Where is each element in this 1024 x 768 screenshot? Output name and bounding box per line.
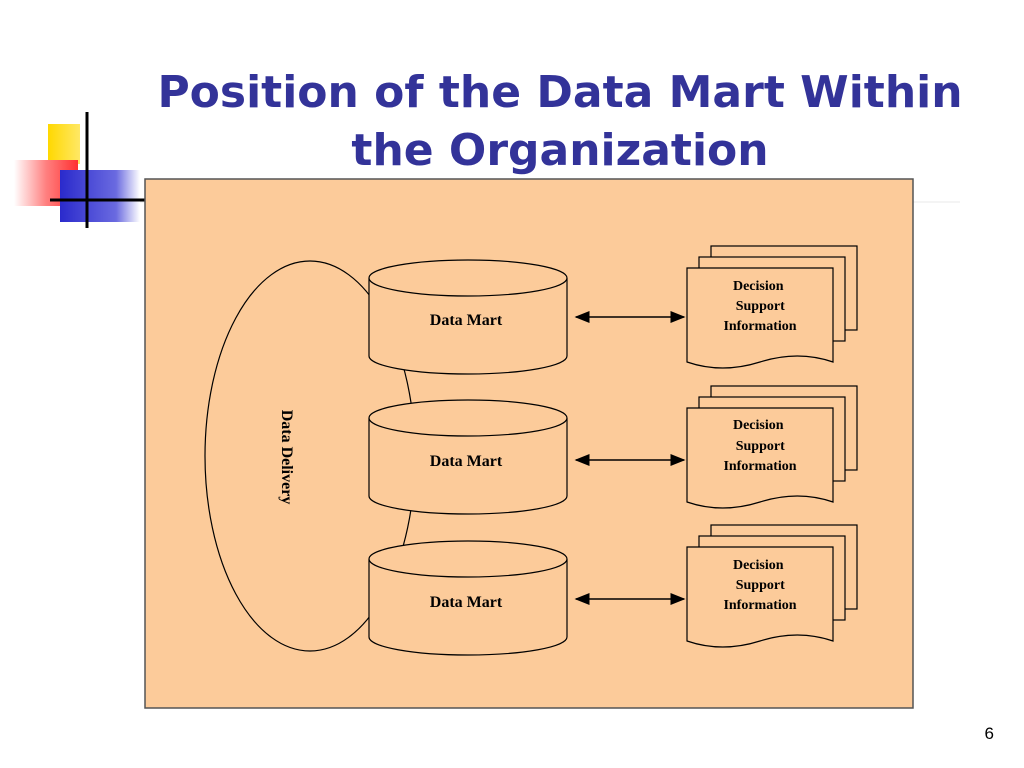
decision-support-line-2: Support [736, 439, 785, 454]
svg-text:Decision Support I: Decision Support Information [723, 558, 796, 613]
title-line-1: Position of the Data Mart Within [157, 67, 963, 118]
decision-support-line-3: Information [723, 598, 796, 613]
decision-support-line-1: Decision [733, 418, 784, 433]
corner-decoration [14, 112, 160, 228]
data-mart-1: Data Mart [368, 259, 568, 375]
svg-text:Decision Support I: Decision Support Information [723, 279, 796, 334]
decision-support-line-2: Support [736, 578, 785, 593]
data-mart-label: Data Mart [430, 453, 503, 470]
page-title: Position of the Data Mart Within the Org… [120, 64, 1000, 180]
decision-support-line-3: Information [723, 459, 796, 474]
blue-square [60, 170, 140, 222]
page-number: 6 [984, 724, 994, 743]
decision-support-document-stack-3: Decision Support Information [686, 524, 858, 648]
data-mart-label: Data Mart [430, 594, 503, 611]
decision-support-document-stack-1: Decision Support Information [686, 245, 858, 369]
title-line-2: the Organization [351, 125, 769, 176]
data-mart-label: Data Mart [430, 312, 503, 329]
data-mart-2: Data Mart [368, 399, 568, 515]
decision-support-line-1: Decision [733, 558, 784, 573]
decision-support-document-stack-2: Decision Support Information [686, 385, 858, 509]
data-mart-3: Data Mart [368, 540, 568, 656]
decision-support-line-1: Decision [733, 279, 784, 294]
yellow-square [48, 124, 80, 164]
decision-support-line-3: Information [723, 319, 796, 334]
svg-text:Decision Support I: Decision Support Information [723, 418, 796, 474]
data-delivery-label: Data Delivery [278, 410, 295, 505]
decision-support-line-2: Support [736, 299, 785, 314]
